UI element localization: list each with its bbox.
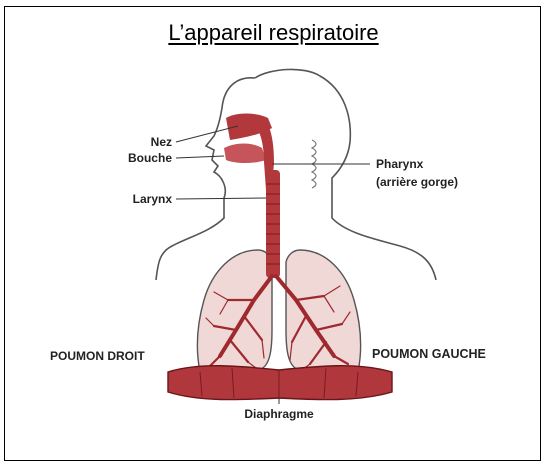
label-pharynx: Pharynx (376, 157, 424, 171)
label-pharynx-subtitle: (arrière gorge) (376, 175, 458, 189)
oral-cavity (224, 144, 266, 164)
head-outline (222, 78, 255, 108)
label-larynx: Larynx (133, 192, 173, 206)
label-nez: Nez (151, 135, 172, 149)
label-poumon-droit: POUMON DROIT (50, 349, 145, 363)
right-lung (197, 250, 272, 372)
label-poumon-gauche: POUMON GAUCHE (372, 347, 486, 361)
label-diaphragme: Diaphragme (244, 407, 314, 421)
left-lung (286, 250, 361, 372)
trachea (266, 170, 280, 278)
label-bouche: Bouche (128, 151, 172, 165)
